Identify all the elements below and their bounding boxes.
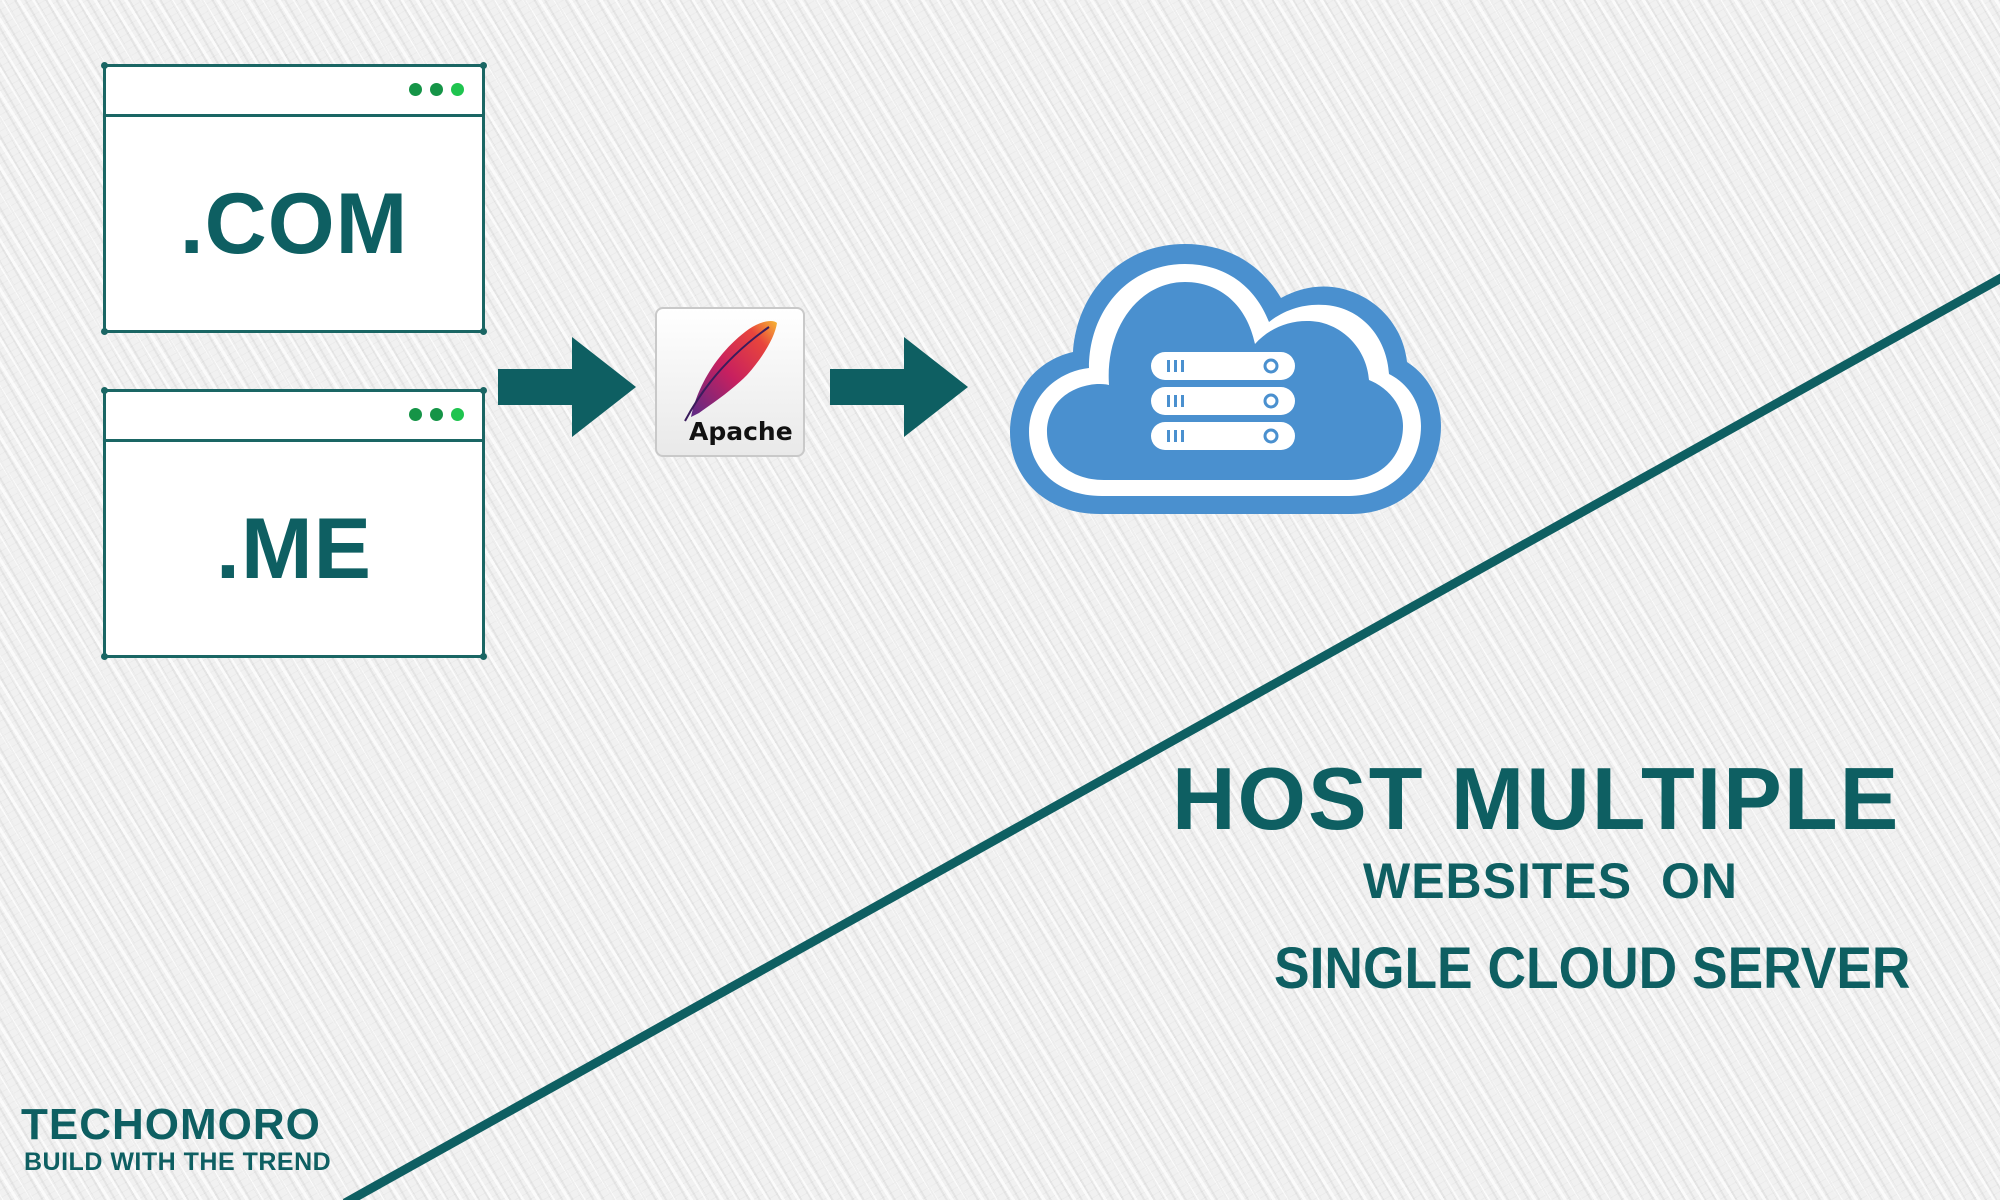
window-dot-icon	[430, 83, 443, 96]
window-controls	[409, 83, 464, 96]
browser-title-bar	[106, 392, 482, 442]
window-dot-icon	[409, 83, 422, 96]
brand-logo: TECHOMORO BUILD WITH THE TREND	[21, 1102, 331, 1177]
browser-title-bar	[106, 67, 482, 117]
window-dot-icon	[430, 408, 443, 421]
apache-label: Apache	[689, 417, 793, 446]
browser-window-com: .COM	[101, 62, 487, 335]
apache-feather-icon	[684, 321, 777, 422]
domain-label-com: .COM	[179, 176, 409, 272]
headline-line-2: WEBSITES ON	[1363, 853, 1739, 909]
brand-tagline: BUILD WITH THE TREND	[24, 1148, 332, 1176]
window-dot-icon	[451, 83, 464, 96]
cloud-server-icon	[1010, 244, 1441, 514]
headline-line-3: SINGLE CLOUD SERVER	[1274, 936, 1911, 1001]
domain-label-me: .ME	[216, 501, 372, 597]
right-arrow-icon	[830, 337, 968, 437]
window-dot-icon	[451, 408, 464, 421]
brand-name: TECHOMORO	[21, 1100, 321, 1149]
apache-logo: Apache	[655, 307, 805, 457]
window-dot-icon	[409, 408, 422, 421]
right-arrow-icon	[498, 337, 636, 437]
browser-window-me: .ME	[101, 387, 487, 660]
window-controls	[409, 408, 464, 421]
headline-line-1: HOST MULTIPLE	[1172, 749, 1901, 848]
